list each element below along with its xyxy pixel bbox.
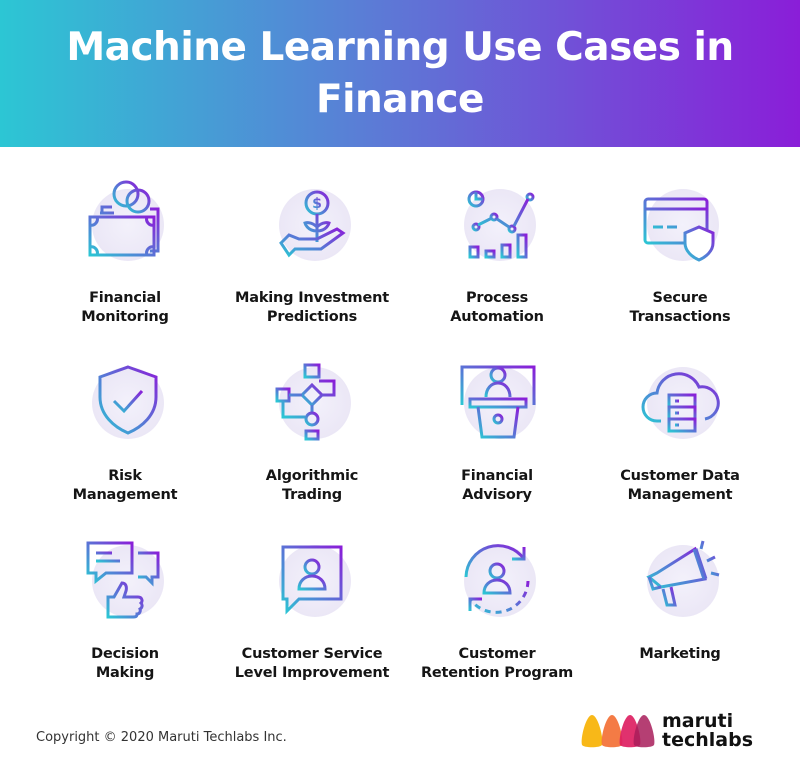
label-line-2: Management	[627, 487, 733, 503]
label-line-1: Customer	[458, 646, 536, 662]
megaphone-icon	[635, 533, 725, 623]
header-banner: Machine Learning Use Cases in Finance	[0, 0, 800, 147]
card-shield-icon	[635, 177, 725, 267]
copyright-text: Copyright © 2020 Maruti Techlabs Inc.	[36, 730, 287, 745]
podium-speaker-icon	[452, 355, 542, 445]
label-line-2: Retention Program	[420, 665, 574, 681]
logo-line-1: maruti	[662, 710, 734, 732]
use-case-marketing: Marketing	[585, 533, 775, 664]
chat-user-icon	[267, 533, 357, 623]
flowchart-icon	[267, 355, 357, 445]
user-cycle-icon	[452, 533, 542, 623]
label-line-2: Management	[72, 487, 178, 503]
label-line-2: Level Improvement	[234, 665, 390, 681]
cloud-database-icon	[635, 355, 725, 445]
maruti-techlabs-logo: maruti techlabs	[580, 712, 753, 750]
hand-plant-dollar-icon: $	[267, 177, 357, 267]
label-line-2: Automation	[450, 309, 544, 325]
label-line-1: Decision	[91, 646, 159, 662]
logo-line-2: techlabs	[662, 729, 754, 751]
page-title: Machine Learning Use Cases in Finance	[66, 24, 734, 122]
label-line-2: Monitoring	[81, 309, 169, 325]
label-line-1: Customer Data	[620, 468, 740, 484]
label-line-1: Risk	[108, 468, 142, 484]
money-coins-icon	[80, 177, 170, 267]
label-line-1: Process	[465, 290, 529, 306]
logo-mark-icon	[581, 715, 655, 748]
chart-automation-icon	[452, 177, 542, 267]
label-line-2: Making	[95, 665, 155, 681]
shield-check-icon	[80, 355, 170, 445]
label-line-1: Making Investment	[235, 290, 389, 306]
svg-text:$: $	[312, 196, 322, 212]
label-line-1: Financial	[89, 290, 161, 306]
label-line-1: Algorithmic	[265, 468, 359, 484]
label-line-1: Secure	[652, 290, 708, 306]
label-line-2: Advisory	[462, 487, 532, 503]
label-line-1: Financial	[461, 468, 533, 484]
label-line-2: Predictions	[266, 309, 358, 325]
chat-thumbs-up-icon	[80, 533, 170, 623]
label-line-1: Marketing	[639, 646, 721, 662]
label-line-1: Customer Service	[241, 646, 383, 662]
label-line-2: Trading	[282, 487, 342, 503]
label-line-2: Transactions	[629, 309, 731, 325]
